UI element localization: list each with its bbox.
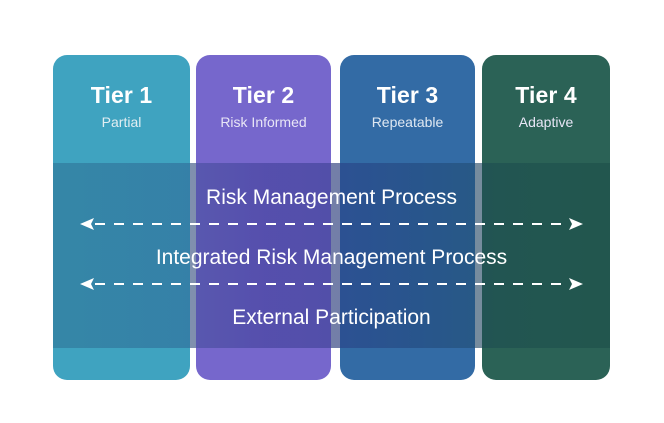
double-arrow-icon — [80, 218, 583, 230]
tier-4-descriptor: Adaptive — [518, 114, 574, 130]
tier-4-title: Tier 4 — [515, 82, 577, 108]
band-label-risk-management-process: Risk Management Process — [206, 186, 457, 209]
tier-column-3[interactable]: Tier 3 Repeatable — [340, 55, 475, 380]
band-label-external-participation: External Participation — [232, 306, 431, 329]
tier-1-descriptor: Partial — [101, 114, 142, 130]
column-gap-fill-3 — [475, 163, 482, 348]
column-gap-fill-1 — [190, 163, 196, 348]
tier-column-2[interactable]: Tier 2 Risk Informed — [196, 55, 331, 380]
tier-column-1[interactable]: Tier 1 Partial — [53, 55, 190, 380]
progression-arrow-upper — [80, 217, 583, 231]
column-gap-fill-2 — [331, 163, 340, 348]
tier-2-title: Tier 2 — [232, 82, 295, 108]
tier-2-descriptor: Risk Informed — [220, 114, 307, 130]
tier-3-title: Tier 3 — [376, 82, 439, 108]
double-arrow-icon — [80, 278, 583, 290]
progression-arrow-lower — [80, 277, 583, 291]
process-overlay-band — [53, 163, 610, 348]
tier-1-title: Tier 1 — [90, 82, 153, 108]
tier-3-descriptor: Repeatable — [371, 114, 444, 130]
tier-column-4[interactable]: Tier 4 Adaptive — [482, 55, 610, 380]
band-label-integrated-risk-management-process: Integrated Risk Management Process — [155, 246, 508, 269]
